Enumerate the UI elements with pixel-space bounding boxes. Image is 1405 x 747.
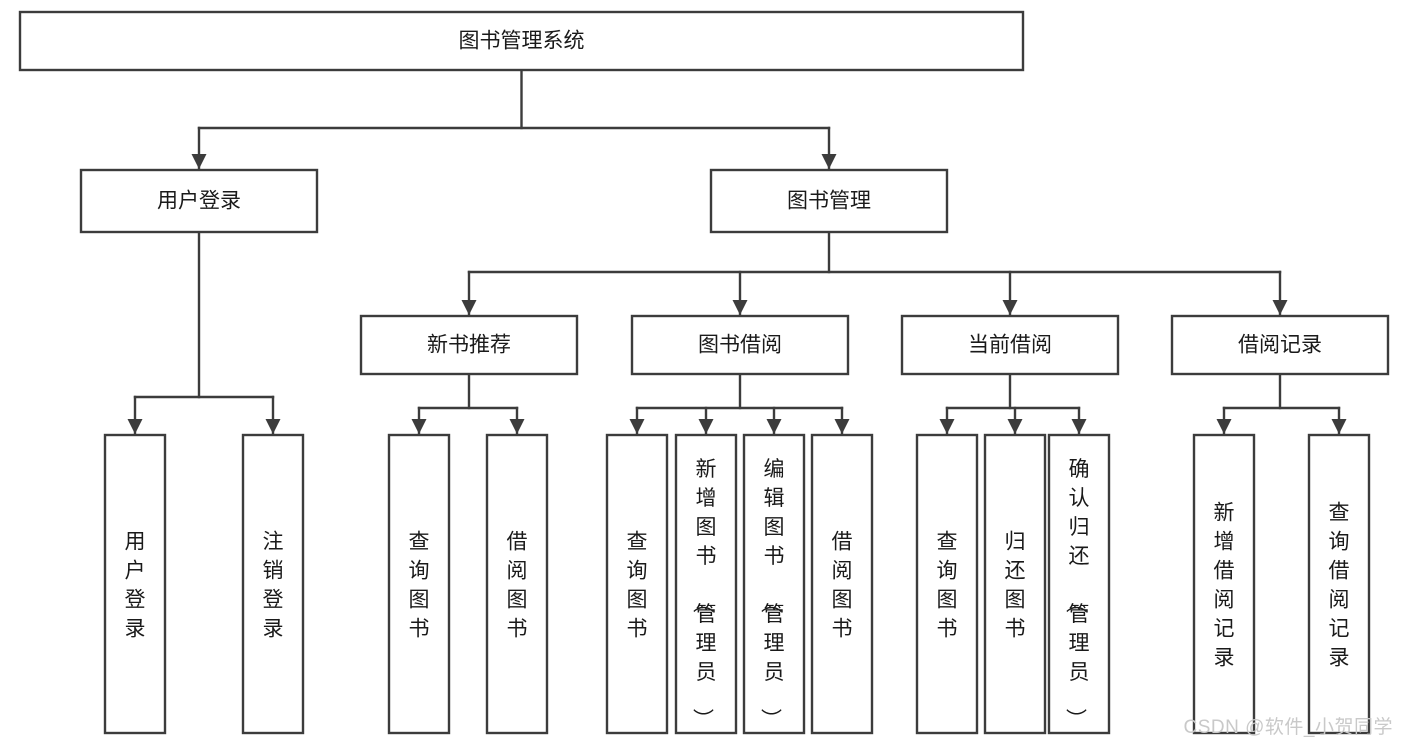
- leaf-node-9-box[interactable]: [983, 433, 1047, 735]
- leaf-node-0-label: 用户登录: [125, 531, 146, 641]
- arrow-head-icon: [1007, 419, 1023, 434]
- leaf-node-10-label: 确认归还（管理员）: [1064, 458, 1090, 729]
- leaf-node-4[interactable]: 查询图书: [605, 433, 669, 735]
- leaf-node-1-label: 注销登录: [263, 531, 284, 641]
- arrow-head-icon: [732, 300, 748, 315]
- leaf-node-5-box[interactable]: [674, 433, 738, 735]
- level3-node-2[interactable]: 当前借阅: [900, 314, 1120, 376]
- nodes-layer: 图书管理系统用户登录图书管理新书推荐图书借阅当前借阅借阅记录用户登录注销登录查询…: [18, 10, 1390, 735]
- leaf-node-3-label: 借阅图书: [507, 531, 528, 641]
- arrow-head-icon: [821, 154, 837, 169]
- leaf-node-7-box[interactable]: [810, 433, 874, 735]
- arrow-head-icon: [1331, 419, 1347, 434]
- leaf-node-11-label: 新增借阅记录: [1214, 502, 1235, 670]
- level3-node-1[interactable]: 图书借阅: [630, 314, 850, 376]
- connectors-layer: [127, 68, 1347, 435]
- leaf-node-1[interactable]: 注销登录: [241, 433, 305, 735]
- level3-node-3[interactable]: 借阅记录: [1170, 314, 1390, 376]
- leaf-node-7-label: 借阅图书: [832, 531, 853, 641]
- level3-node-0-box[interactable]: [359, 314, 579, 376]
- leaf-node-12-box[interactable]: [1307, 433, 1371, 735]
- leaf-node-11-box[interactable]: [1192, 433, 1256, 735]
- level3-node-0-label: 新书推荐: [427, 334, 511, 357]
- level2-node-0[interactable]: 用户登录: [79, 168, 319, 234]
- leaf-node-6-box[interactable]: [742, 433, 806, 735]
- level3-node-2-box[interactable]: [900, 314, 1120, 376]
- level2-node-1-box[interactable]: [709, 168, 949, 234]
- leaf-node-10-box[interactable]: [1047, 433, 1111, 735]
- leaf-node-3[interactable]: 借阅图书: [485, 433, 549, 735]
- arrow-head-icon: [127, 419, 143, 434]
- leaf-node-12[interactable]: 查询借阅记录: [1307, 433, 1371, 735]
- level2-node-0-label: 用户登录: [157, 190, 241, 213]
- leaf-node-8[interactable]: 查询图书: [915, 433, 979, 735]
- level3-node-2-label: 当前借阅: [968, 334, 1052, 357]
- leaf-node-5-label: 新增图书（管理员）: [691, 458, 717, 729]
- leaf-node-7[interactable]: 借阅图书: [810, 433, 874, 735]
- level3-node-0[interactable]: 新书推荐: [359, 314, 579, 376]
- leaf-node-5[interactable]: 新增图书（管理员）: [674, 433, 738, 735]
- arrow-head-icon: [461, 300, 477, 315]
- level3-node-3-box[interactable]: [1170, 314, 1390, 376]
- leaf-node-12-label: 查询借阅记录: [1329, 502, 1350, 670]
- arrow-head-icon: [766, 419, 782, 434]
- leaf-node-2[interactable]: 查询图书: [387, 433, 451, 735]
- leaf-node-10[interactable]: 确认归还（管理员）: [1047, 433, 1111, 735]
- leaf-node-9[interactable]: 归还图书: [983, 433, 1047, 735]
- arrow-head-icon: [265, 419, 281, 434]
- level3-node-3-label: 借阅记录: [1238, 334, 1322, 357]
- arrow-head-icon: [509, 419, 525, 434]
- arrow-head-icon: [411, 419, 427, 434]
- arrow-head-icon: [939, 419, 955, 434]
- root-node[interactable]: 图书管理系统: [18, 10, 1025, 72]
- level3-node-1-box[interactable]: [630, 314, 850, 376]
- leaf-node-8-box[interactable]: [915, 433, 979, 735]
- arrow-head-icon: [1216, 419, 1232, 434]
- leaf-node-4-box[interactable]: [605, 433, 669, 735]
- arrow-head-icon: [1071, 419, 1087, 434]
- leaf-node-6[interactable]: 编辑图书（管理员）: [742, 433, 806, 735]
- arrow-head-icon: [834, 419, 850, 434]
- arrow-head-icon: [1002, 300, 1018, 315]
- leaf-node-8-label: 查询图书: [937, 531, 958, 641]
- leaf-node-3-box[interactable]: [485, 433, 549, 735]
- leaf-node-0-box[interactable]: [103, 433, 167, 735]
- root-node-label: 图书管理系统: [459, 30, 585, 53]
- arrow-head-icon: [629, 419, 645, 434]
- leaf-node-4-label: 查询图书: [627, 531, 648, 641]
- leaf-node-2-box[interactable]: [387, 433, 451, 735]
- leaf-node-6-label: 编辑图书（管理员）: [759, 458, 785, 729]
- arrow-head-icon: [1272, 300, 1288, 315]
- leaf-node-2-label: 查询图书: [409, 531, 430, 641]
- leaf-node-0[interactable]: 用户登录: [103, 433, 167, 735]
- level2-node-1[interactable]: 图书管理: [709, 168, 949, 234]
- leaf-node-9-label: 归还图书: [1005, 531, 1026, 641]
- leaf-node-1-box[interactable]: [241, 433, 305, 735]
- arrow-head-icon: [698, 419, 714, 434]
- leaf-node-11[interactable]: 新增借阅记录: [1192, 433, 1256, 735]
- level2-node-1-label: 图书管理: [787, 190, 871, 213]
- level2-node-0-box[interactable]: [79, 168, 319, 234]
- level3-node-1-label: 图书借阅: [698, 334, 782, 357]
- root-node-box[interactable]: [18, 10, 1025, 72]
- arrow-head-icon: [191, 154, 207, 169]
